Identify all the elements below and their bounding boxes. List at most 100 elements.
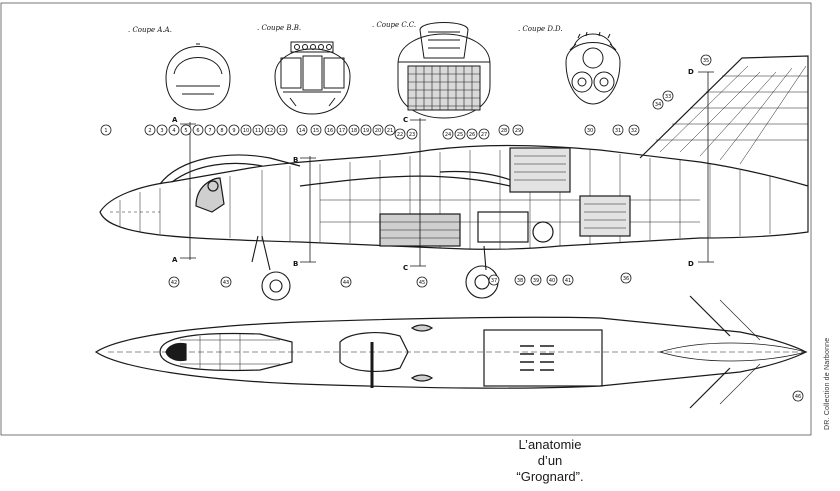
mark-d-bottom: D bbox=[688, 260, 694, 268]
callout-circle bbox=[192, 124, 204, 136]
callout-circle bbox=[406, 128, 418, 140]
mark-b-top: B bbox=[293, 156, 298, 164]
figure-caption: L’anatomie d’un “Grognard”. bbox=[470, 437, 630, 485]
callout-circle bbox=[514, 274, 526, 286]
callout-circle bbox=[100, 124, 112, 136]
callout-number: 6 bbox=[196, 128, 199, 134]
callout-circle bbox=[662, 90, 674, 102]
callout-number: 1 bbox=[104, 128, 107, 134]
callout-circle bbox=[498, 124, 510, 136]
callout-number: 37 bbox=[491, 278, 497, 284]
callout-number: 3 bbox=[160, 128, 163, 134]
callout-circle bbox=[466, 128, 478, 140]
callout-circle bbox=[252, 124, 264, 136]
callout-circle bbox=[216, 124, 228, 136]
callout-circle bbox=[360, 124, 372, 136]
callout-circle bbox=[652, 98, 664, 110]
callout-number: 33 bbox=[665, 94, 671, 100]
section-cc-label: . Coupe C.C. bbox=[372, 21, 416, 29]
callout-number: 39 bbox=[533, 278, 539, 284]
callout-circle bbox=[454, 128, 466, 140]
callout-number: 29 bbox=[515, 128, 521, 134]
callout-circle bbox=[792, 390, 804, 402]
credit-container: DR. Collection de Narbonne bbox=[822, 330, 836, 435]
callout-number: 7 bbox=[208, 128, 211, 134]
callout-circle bbox=[478, 128, 490, 140]
callout-number: 23 bbox=[409, 132, 415, 138]
callout-number: 25 bbox=[457, 132, 463, 138]
callout-circle bbox=[628, 124, 640, 136]
callout-number: 26 bbox=[469, 132, 475, 138]
callout-circle bbox=[530, 274, 542, 286]
landing-gear bbox=[251, 235, 499, 301]
callout-number: 14 bbox=[299, 128, 305, 134]
callout-circle bbox=[700, 54, 712, 66]
callout-number: 15 bbox=[313, 128, 319, 134]
callout-number: 44 bbox=[343, 280, 349, 286]
callout-circle bbox=[324, 124, 336, 136]
callout-circle bbox=[384, 124, 396, 136]
callout-number: 30 bbox=[587, 128, 593, 134]
caption-line-2: d’un bbox=[537, 453, 563, 468]
callout-number: 45 bbox=[419, 280, 425, 286]
callout-circle bbox=[296, 124, 308, 136]
callout-number: 32 bbox=[631, 128, 637, 134]
callout-circle bbox=[220, 276, 232, 288]
mark-a-bottom: A bbox=[172, 256, 178, 264]
callout-number: 13 bbox=[279, 128, 285, 134]
fuselage-plan-view bbox=[94, 295, 808, 409]
section-dd bbox=[565, 31, 621, 105]
callout-circle bbox=[546, 274, 558, 286]
callout-circle bbox=[168, 276, 180, 288]
callout-number: 40 bbox=[549, 278, 555, 284]
callout-circle bbox=[310, 124, 322, 136]
photo-credit: DR. Collection de Narbonne bbox=[824, 337, 831, 430]
callout-circle bbox=[442, 128, 454, 140]
callout-circle bbox=[228, 124, 240, 136]
callout-number: 21 bbox=[387, 128, 393, 134]
callout-circle bbox=[340, 276, 352, 288]
callout-circle bbox=[156, 124, 168, 136]
callout-number: 16 bbox=[327, 128, 333, 134]
section-cut-lines bbox=[180, 71, 714, 267]
callout-circle bbox=[612, 124, 624, 136]
mark-d-top: D bbox=[688, 68, 694, 76]
callout-number: 31 bbox=[615, 128, 621, 134]
callout-number: 24 bbox=[445, 132, 451, 138]
callout-number: 46 bbox=[795, 394, 801, 400]
callout-circle bbox=[512, 124, 524, 136]
section-dd-label: . Coupe D.D. bbox=[518, 25, 563, 33]
callout-number: 11 bbox=[255, 128, 261, 134]
callout-circle bbox=[372, 124, 384, 136]
section-cc bbox=[397, 22, 491, 119]
callout-number: 27 bbox=[481, 132, 487, 138]
callout-number: 35 bbox=[703, 58, 709, 64]
callout-number: 4 bbox=[172, 128, 175, 134]
callout-number: 38 bbox=[517, 278, 523, 284]
callout-number: 28 bbox=[501, 128, 507, 134]
section-aa bbox=[165, 43, 231, 111]
mark-b-bottom: B bbox=[293, 260, 298, 268]
callout-number: 41 bbox=[565, 278, 571, 284]
section-aa-label: . Coupe A.A. bbox=[128, 26, 172, 34]
callout-circle bbox=[416, 276, 428, 288]
caption-line-1: L’anatomie bbox=[518, 437, 582, 452]
callout-circle bbox=[180, 124, 192, 136]
callout-number: 43 bbox=[223, 280, 229, 286]
callout-circle bbox=[240, 124, 252, 136]
callout-number: 42 bbox=[171, 280, 177, 286]
fuselage-side-view bbox=[99, 55, 809, 250]
callout-number: 12 bbox=[267, 128, 273, 134]
callout-circle bbox=[394, 128, 406, 140]
caption-line-3: “Grognard”. bbox=[516, 469, 584, 484]
callout-circle bbox=[488, 274, 500, 286]
callout-circle bbox=[562, 274, 574, 286]
callout-number: 10 bbox=[243, 128, 249, 134]
section-bb-label: . Coupe B.B. bbox=[257, 24, 301, 32]
callout-circle bbox=[204, 124, 216, 136]
callout-circle bbox=[144, 124, 156, 136]
section-bb bbox=[274, 41, 351, 115]
callout-number: 20 bbox=[375, 128, 381, 134]
callout-number: 8 bbox=[220, 128, 223, 134]
